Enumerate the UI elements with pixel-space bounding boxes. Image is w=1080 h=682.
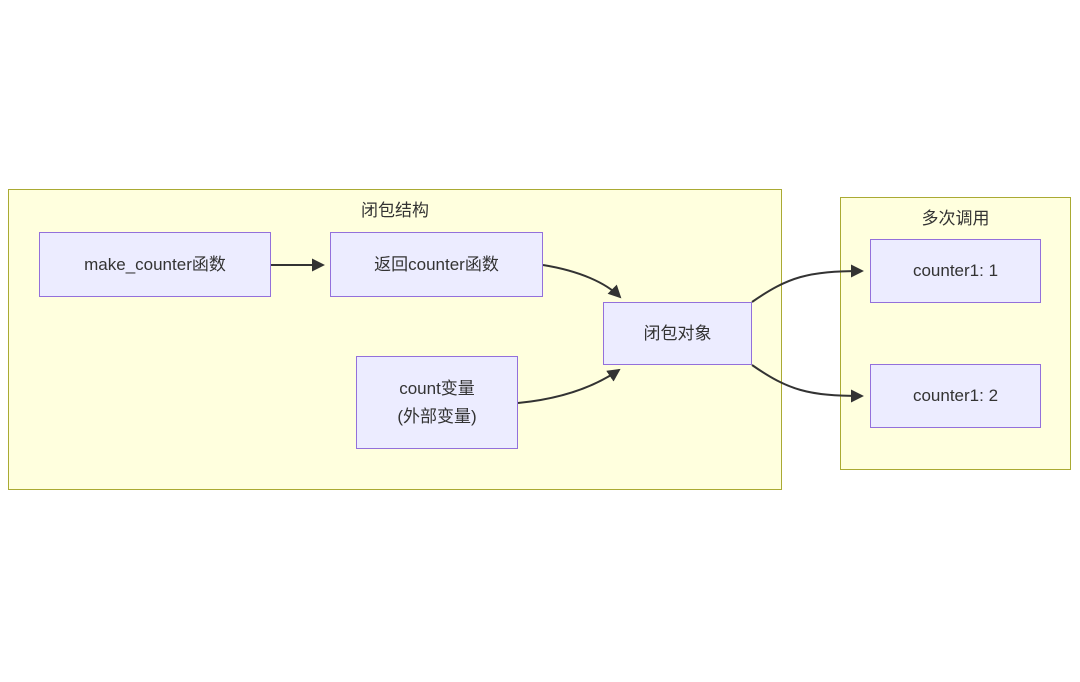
node-counter1-call-2: counter1: 2 xyxy=(870,364,1041,428)
cluster-multiple-calls-label: 多次调用 xyxy=(921,209,990,228)
node-counter1-call-1: counter1: 1 xyxy=(870,239,1041,303)
node-closure-object: 闭包对象 xyxy=(603,302,752,365)
node-count-variable-label-line2: (外部变量) xyxy=(397,406,477,426)
cluster-multiple-calls: 多次调用 xyxy=(840,197,1071,470)
node-closure-object-label: 闭包对象 xyxy=(643,323,712,343)
node-make-counter-label: make_counter函数 xyxy=(84,254,226,274)
node-count-variable-label-line1: count变量 xyxy=(399,379,475,399)
cluster-closure-structure-label: 闭包结构 xyxy=(361,201,429,220)
node-count-variable: count变量 (外部变量) xyxy=(356,356,518,449)
node-counter1-call-1-label: counter1: 1 xyxy=(912,261,999,281)
node-counter1-call-2-label: counter1: 2 xyxy=(912,386,999,406)
node-return-counter-function: 返回counter函数 xyxy=(330,232,543,297)
node-make-counter-function: make_counter函数 xyxy=(39,232,271,297)
node-return-counter-label: 返回counter函数 xyxy=(374,254,499,274)
